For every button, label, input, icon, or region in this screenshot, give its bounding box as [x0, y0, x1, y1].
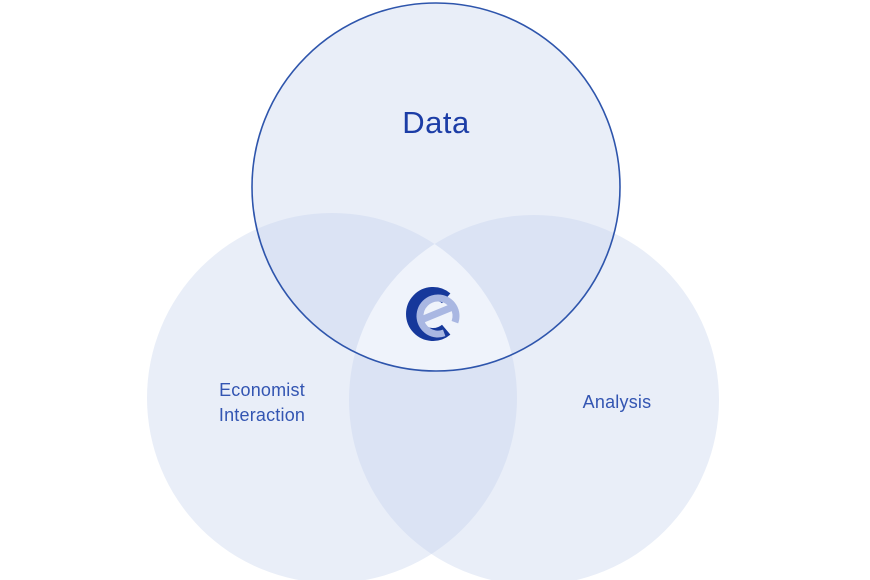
- data-circle-outline: [251, 2, 621, 372]
- data-label: Data: [402, 105, 470, 140]
- overlap-center: [349, 215, 517, 371]
- economist-label-line2: Interaction: [219, 405, 305, 425]
- logo-e-icon: [416, 294, 460, 338]
- overlap-center-shape: [349, 215, 517, 371]
- economist-label-line1: Economist: [219, 380, 305, 400]
- center-logo: [406, 287, 460, 341]
- analysis-label: Analysis: [583, 392, 652, 412]
- overlap-center-inner: [349, 215, 517, 371]
